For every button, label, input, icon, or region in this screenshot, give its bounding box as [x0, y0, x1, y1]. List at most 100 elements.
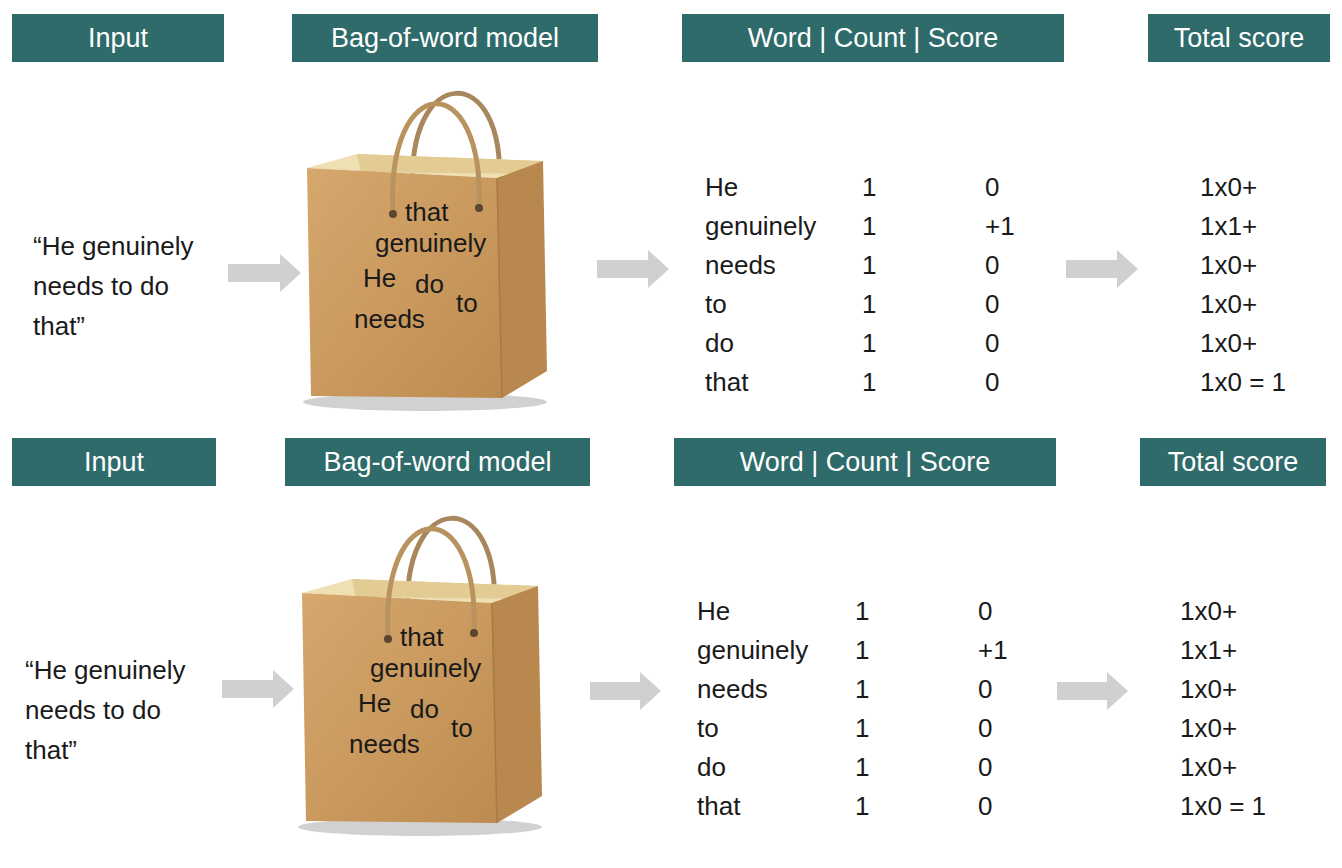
table-score: 0: [978, 713, 992, 743]
table-count: 1: [855, 674, 869, 704]
table-word: that: [705, 367, 748, 397]
bag-word: genuinely: [375, 228, 486, 258]
header-text: Total score: [1174, 22, 1305, 54]
table-count: 1: [855, 791, 869, 821]
total-term: 1x0+: [1180, 752, 1237, 782]
table-word: that: [697, 791, 740, 821]
section-header: Word | Count | Score: [674, 438, 1056, 486]
table-count: 1: [862, 172, 876, 202]
table-score: 0: [985, 367, 999, 397]
bag-word: to: [451, 713, 473, 743]
total-term: 1x0+: [1200, 172, 1257, 202]
section-header: Input: [12, 438, 216, 486]
block-arrow: [1057, 672, 1128, 710]
bag-word: He: [358, 688, 391, 718]
section-header: Word | Count | Score: [682, 14, 1064, 62]
header-text: Bag-of-word model: [331, 22, 559, 54]
header-text: Word | Count | Score: [748, 22, 999, 54]
bag-word: do: [415, 269, 444, 299]
header-text: Input: [88, 22, 148, 54]
header-text: Total score: [1168, 446, 1299, 478]
table-score: 0: [985, 328, 999, 358]
table-word: genuinely: [705, 211, 816, 241]
bag-word: do: [410, 694, 439, 724]
table-score: 0: [978, 596, 992, 626]
input-sentence: “He genuinely needs to do that”: [33, 226, 208, 346]
table-score: 0: [978, 791, 992, 821]
bag-illustration: thatgenuinelyHedoto needs: [285, 68, 550, 413]
table-word: He: [705, 172, 738, 202]
table-word: to: [705, 289, 727, 319]
bag-fold: [492, 603, 497, 823]
table-word: do: [697, 752, 726, 782]
section-header: Bag-of-word model: [285, 438, 590, 486]
section-header: Bag-of-word model: [292, 14, 598, 62]
section-header: Total score: [1140, 438, 1326, 486]
handle-hole: [475, 204, 483, 212]
section-header: Total score: [1148, 14, 1330, 62]
total-term: 1x0+: [1200, 289, 1257, 319]
total-term: 1x0+: [1180, 674, 1237, 704]
total-term: 1x0 = 1: [1200, 367, 1286, 397]
header-text: Word | Count | Score: [740, 446, 991, 478]
bag-side: [497, 161, 547, 398]
input-sentence: “He genuinely needs to do that”: [25, 650, 200, 770]
bag-inside: [352, 579, 538, 599]
bag-word: that: [400, 622, 443, 652]
table-word: needs: [697, 674, 768, 704]
bag-word: genuinely: [370, 653, 481, 683]
table-count: 1: [862, 367, 876, 397]
bag-side: [492, 586, 542, 823]
block-arrow: [590, 672, 661, 710]
table-score: 0: [985, 289, 999, 319]
bag-inside: [357, 154, 543, 174]
table-word: He: [697, 596, 730, 626]
table-score: +1: [978, 635, 1008, 665]
total-term: 1x1+: [1200, 211, 1257, 241]
total-term: 1x1+: [1180, 635, 1237, 665]
header-text: Bag-of-word model: [323, 446, 551, 478]
block-arrow: [222, 670, 294, 708]
bag-word: He: [363, 263, 396, 293]
header-text: Input: [84, 446, 144, 478]
total-term: 1x0+: [1180, 596, 1237, 626]
block-arrow: [228, 254, 301, 292]
table-count: 1: [855, 635, 869, 665]
table-score: 0: [985, 250, 999, 280]
block-arrow: [1066, 250, 1138, 288]
bag-word: needs: [354, 304, 425, 334]
table-count: 1: [855, 713, 869, 743]
bag-front: [307, 168, 502, 398]
bag-illustration: thatgenuinelyHedoto needs: [280, 493, 545, 838]
table-word: genuinely: [697, 635, 808, 665]
table-count: 1: [862, 289, 876, 319]
table-count: 1: [862, 328, 876, 358]
block-arrow: [597, 250, 669, 288]
bag-word: that: [405, 197, 448, 227]
table-count: 1: [855, 752, 869, 782]
table-count: 1: [862, 250, 876, 280]
table-count: 1: [862, 211, 876, 241]
table-word: needs: [705, 250, 776, 280]
table-score: 0: [978, 674, 992, 704]
table-word: to: [697, 713, 719, 743]
bag-word: needs: [349, 729, 420, 759]
bag-front: [302, 593, 497, 823]
bag-fold: [497, 178, 502, 398]
table-count: 1: [855, 596, 869, 626]
total-term: 1x0+: [1200, 328, 1257, 358]
bag-word: to: [456, 288, 478, 318]
total-term: 1x0+: [1180, 713, 1237, 743]
table-score: 0: [985, 172, 999, 202]
section-header: Input: [12, 14, 224, 62]
handle-hole: [470, 629, 478, 637]
table-word: do: [705, 328, 734, 358]
total-term: 1x0+: [1200, 250, 1257, 280]
total-term: 1x0 = 1: [1180, 791, 1266, 821]
table-score: 0: [978, 752, 992, 782]
handle-hole: [389, 210, 397, 218]
table-score: +1: [985, 211, 1015, 241]
